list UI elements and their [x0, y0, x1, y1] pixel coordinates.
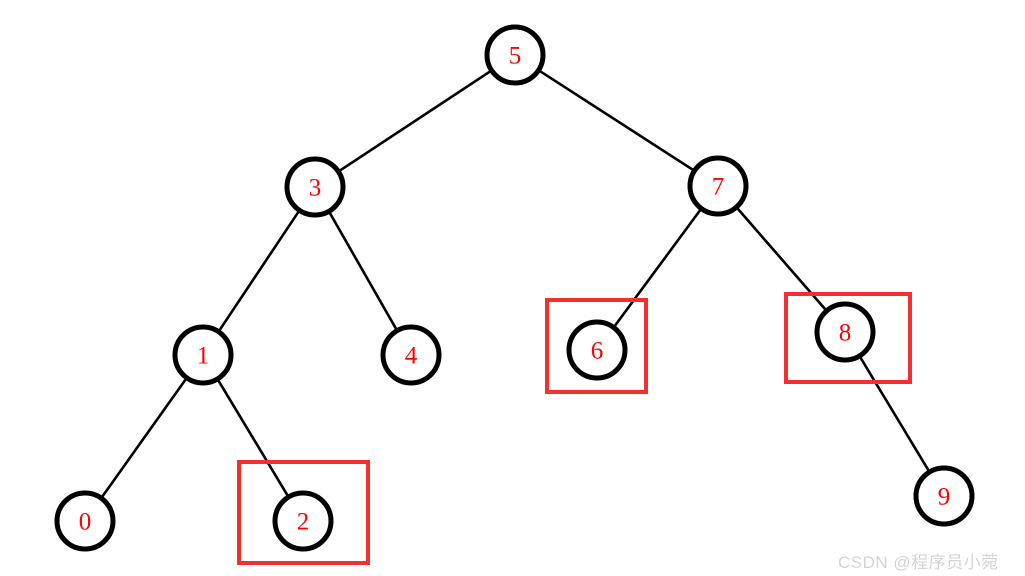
tree-edge-1-to-0 [99, 376, 189, 500]
tree-node-2[interactable]: 2 [272, 490, 334, 552]
node-circle-2 [272, 490, 334, 552]
watermark-text: CSDN @程序员小菀 [838, 553, 999, 572]
node-label-7: 7 [712, 174, 725, 201]
tree-node-1[interactable]: 1 [172, 324, 234, 386]
node-circle-3 [284, 156, 346, 218]
node-label-5: 5 [509, 43, 522, 70]
tree-node-3[interactable]: 3 [284, 156, 346, 218]
highlight-box-2 [237, 460, 370, 565]
node-circle-1 [172, 324, 234, 386]
tree-edge-3-to-1 [217, 209, 301, 334]
node-label-9: 9 [938, 484, 951, 511]
tree-node-7[interactable]: 7 [687, 155, 749, 217]
tree-edge-7-to-6 [612, 207, 703, 329]
tree-edge-3-to-4 [327, 210, 399, 332]
tree-node-9[interactable]: 9 [913, 465, 975, 527]
highlight-box-6 [545, 298, 648, 394]
node-label-0: 0 [79, 509, 92, 536]
node-label-4: 4 [405, 343, 418, 370]
tree-node-0[interactable]: 0 [54, 490, 116, 552]
node-label-2: 2 [297, 509, 310, 536]
tree-edge-5-to-3 [337, 69, 493, 173]
tree-edges-group [99, 68, 931, 500]
tree-edge-8-to-9 [858, 354, 931, 474]
node-circle-6 [566, 319, 628, 381]
tree-edge-1-to-2 [216, 377, 290, 499]
highlight-box-8 [784, 292, 912, 384]
node-label-3: 3 [309, 175, 322, 202]
node-label-8: 8 [839, 320, 852, 347]
node-label-6: 6 [591, 338, 604, 365]
highlight-boxes-group [237, 292, 912, 565]
node-label-1: 1 [197, 343, 210, 370]
node-circle-7 [687, 155, 749, 217]
node-circle-4 [380, 324, 442, 386]
tree-node-8[interactable]: 8 [814, 301, 876, 363]
tree-node-4[interactable]: 4 [380, 324, 442, 386]
tree-node-6[interactable]: 6 [566, 319, 628, 381]
node-circle-8 [814, 301, 876, 363]
tree-edge-5-to-7 [537, 68, 696, 173]
node-circle-0 [54, 490, 116, 552]
tree-node-5[interactable]: 5 [484, 24, 546, 86]
node-circle-5 [484, 24, 546, 86]
node-circle-9 [913, 465, 975, 527]
tree-nodes-group: 5 3 7 1 4 6 8 0 2 9 [54, 24, 975, 552]
